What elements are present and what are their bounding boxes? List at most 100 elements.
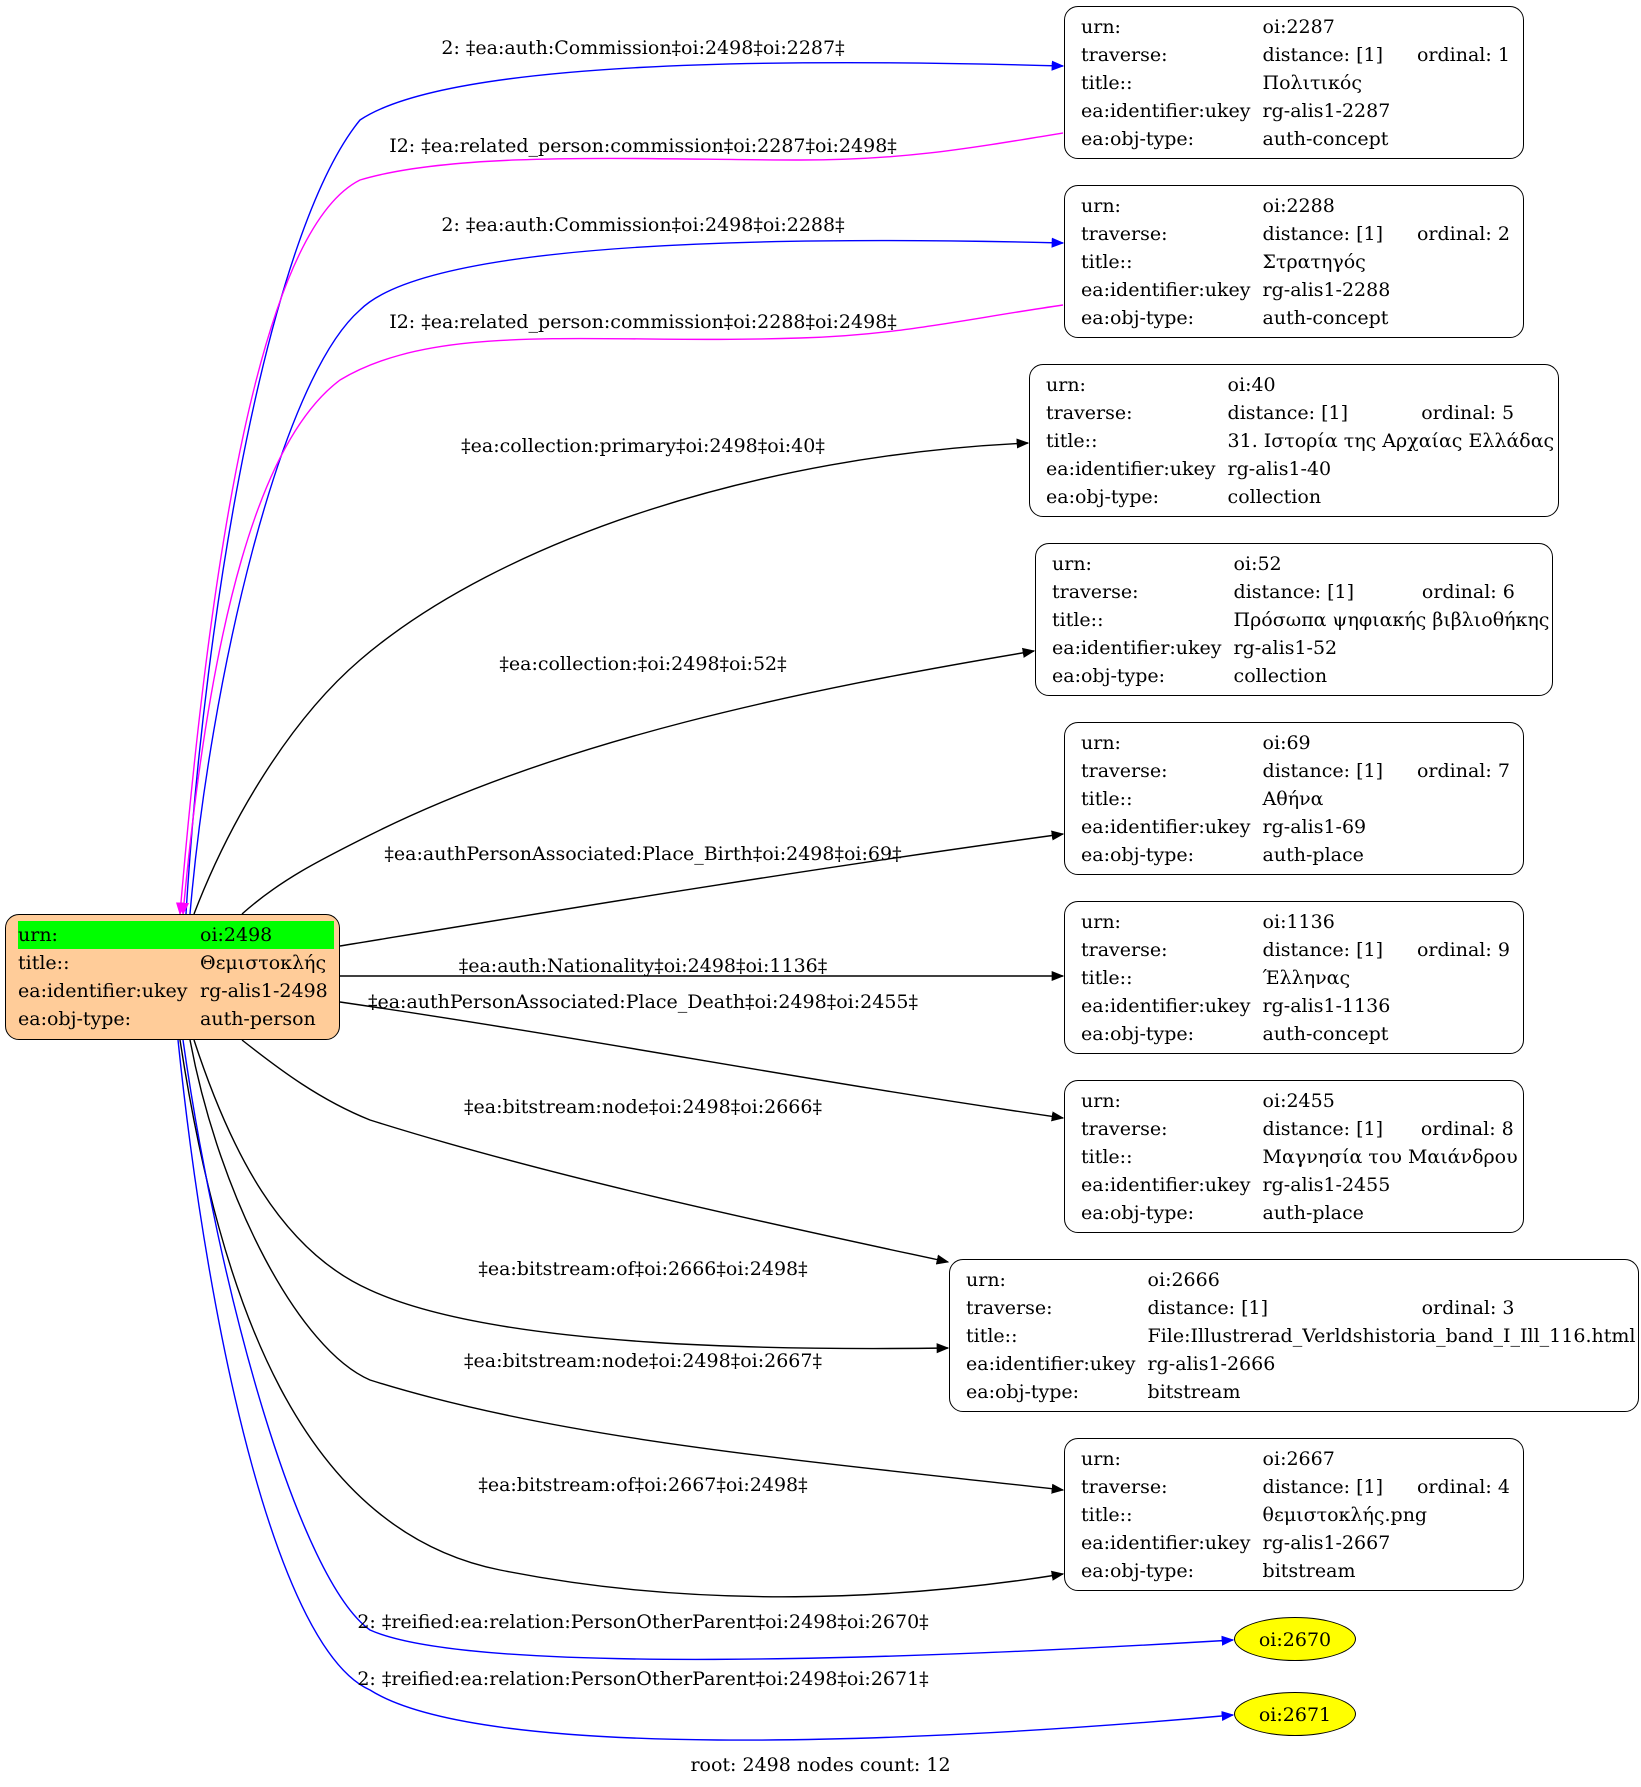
edge-label: ‡ea:bitstream:node‡oi:2498‡oi:2667‡ <box>464 1350 822 1372</box>
ukey-value: rg-alis1-40 <box>1227 458 1332 480</box>
node-table: urn:oi:2288 traverse:distance: [1]ordina… <box>1081 192 1514 332</box>
edge-line <box>177 1039 1235 1741</box>
root-ukey-value: rg-alis1-2498 <box>200 980 328 1002</box>
ukey-value: rg-alis1-2287 <box>1262 100 1391 122</box>
edge-line <box>189 1039 1065 1494</box>
title-label: title:: <box>966 1325 1018 1347</box>
traverse-label: traverse: <box>1081 1118 1168 1140</box>
distance-value: distance: [1] <box>1262 1118 1383 1140</box>
traverse-label: traverse: <box>1081 1476 1168 1498</box>
edge-label: ‡ea:bitstream:of‡oi:2666‡oi:2498‡ <box>478 1258 807 1280</box>
type-label: ea:obj-type: <box>1081 1023 1195 1045</box>
root-node[interactable]: urn: oi:2498 title:: Θεμιστοκλής ea:iden… <box>5 914 340 1040</box>
distance-value: distance: [1] <box>1262 760 1383 782</box>
ellipse-node-2670[interactable]: oi:2670 <box>1234 1617 1356 1661</box>
ukey-value: rg-alis1-2288 <box>1262 279 1391 301</box>
type-label: ea:obj-type: <box>1081 307 1195 329</box>
node-table: urn:oi:2287 traverse:distance: [1]ordina… <box>1081 13 1514 153</box>
type-label: ea:obj-type: <box>966 1381 1080 1403</box>
type-label: ea:obj-type: <box>1081 1560 1195 1582</box>
traverse-label: traverse: <box>1052 581 1139 603</box>
title-label: title:: <box>1046 430 1098 452</box>
urn-label: urn: <box>1081 16 1121 38</box>
root-urn-label: urn: <box>18 921 200 949</box>
ukey-label: ea:identifier:ukey <box>1081 1532 1251 1554</box>
edge-label: ‡ea:auth:Nationality‡oi:2498‡oi:1136‡ <box>459 955 828 977</box>
type-value: auth-concept <box>1262 1023 1389 1045</box>
ukey-label: ea:identifier:ukey <box>966 1353 1136 1375</box>
urn-value: oi:52 <box>1233 553 1282 575</box>
ukey-label: ea:identifier:ukey <box>1052 637 1222 659</box>
ukey-value: rg-alis1-2666 <box>1147 1353 1276 1375</box>
distance-value: distance: [1] <box>1233 581 1354 603</box>
node-52[interactable]: urn:oi:52 traverse:distance: [1]ordinal:… <box>1035 543 1553 696</box>
title-value: Μαγνησία του Μαιάνδρου <box>1262 1146 1518 1168</box>
urn-value: oi:69 <box>1262 732 1311 754</box>
type-value: collection <box>1233 665 1328 687</box>
node-2455[interactable]: urn:oi:2455 traverse:distance: [1]ordina… <box>1064 1080 1524 1233</box>
node-table: urn:oi:52 traverse:distance: [1]ordinal:… <box>1052 550 1553 690</box>
distance-value: distance: [1] <box>1262 1476 1383 1498</box>
type-value: auth-concept <box>1262 128 1389 150</box>
node-2287[interactable]: urn:oi:2287 traverse:distance: [1]ordina… <box>1064 6 1524 159</box>
edge-line <box>182 1039 1235 1661</box>
urn-label: urn: <box>1081 732 1121 754</box>
ordinal-value: ordinal: 8 <box>1420 1118 1514 1140</box>
node-2288[interactable]: urn:oi:2288 traverse:distance: [1]ordina… <box>1064 185 1524 338</box>
ordinal-value: ordinal: 4 <box>1416 1476 1510 1498</box>
node-69[interactable]: urn:oi:69 traverse:distance: [1]ordinal:… <box>1064 722 1524 875</box>
title-label: title:: <box>1081 1504 1133 1526</box>
ukey-value: rg-alis1-2667 <box>1262 1532 1391 1554</box>
root-row-urn: urn: oi:2498 <box>18 921 334 949</box>
title-label: title:: <box>1081 251 1133 273</box>
root-row-title: title:: Θεμιστοκλής <box>18 949 334 977</box>
ukey-label: ea:identifier:ukey <box>1081 100 1251 122</box>
urn-label: urn: <box>1052 553 1092 575</box>
ellipse-node-2671[interactable]: oi:2671 <box>1234 1692 1356 1736</box>
node-2667[interactable]: urn:oi:2667 traverse:distance: [1]ordina… <box>1064 1438 1524 1591</box>
ukey-value: rg-alis1-1136 <box>1262 995 1391 1017</box>
node-table: urn:oi:2455 traverse:distance: [1]ordina… <box>1081 1087 1522 1227</box>
node-2666[interactable]: urn:oi:2666 traverse:distance: [1]ordina… <box>949 1259 1639 1412</box>
title-value: Πολιτικός <box>1262 72 1362 94</box>
edge-line <box>179 1039 1065 1598</box>
edge-label: 2: ‡reified:ea:relation:PersonOtherParen… <box>357 1668 928 1690</box>
node-40[interactable]: urn:oi:40 traverse:distance: [1]ordinal:… <box>1029 364 1559 517</box>
urn-value: oi:2287 <box>1262 16 1335 38</box>
type-value: bitstream <box>1147 1381 1241 1403</box>
type-label: ea:obj-type: <box>1081 128 1195 150</box>
ukey-value: rg-alis1-69 <box>1262 816 1367 838</box>
root-row-ukey: ea:identifier:ukey rg-alis1-2498 <box>18 977 334 1005</box>
type-value: auth-concept <box>1262 307 1389 329</box>
ukey-label: ea:identifier:ukey <box>1081 816 1251 838</box>
edge-label: ‡ea:authPersonAssociated:Place_Birth‡oi:… <box>384 843 901 865</box>
traverse-label: traverse: <box>1081 44 1168 66</box>
root-title-label: title:: <box>18 952 70 974</box>
title-value: θεμιστοκλής.png <box>1262 1504 1428 1526</box>
urn-label: urn: <box>1081 195 1121 217</box>
root-row-type: ea:obj-type: auth-person <box>18 1005 334 1033</box>
distance-value: distance: [1] <box>1262 44 1383 66</box>
urn-value: oi:1136 <box>1262 911 1335 933</box>
edge-label: 2: ‡ea:auth:Commission‡oi:2498‡oi:2287‡ <box>441 37 844 59</box>
edge-line <box>193 438 1030 915</box>
ukey-label: ea:identifier:ukey <box>1081 279 1251 301</box>
edge-label: I2: ‡ea:related_person:commission‡oi:228… <box>389 311 897 333</box>
node-1136[interactable]: urn:oi:1136 traverse:distance: [1]ordina… <box>1064 901 1524 1054</box>
distance-value: distance: [1] <box>1262 939 1383 961</box>
urn-value: oi:40 <box>1227 374 1276 396</box>
edge-line <box>175 132 1064 916</box>
node-table: urn:oi:2666 traverse:distance: [1]ordina… <box>966 1266 1639 1406</box>
edge-line <box>241 647 1036 915</box>
ukey-label: ea:identifier:ukey <box>1046 458 1216 480</box>
ordinal-value: ordinal: 2 <box>1416 223 1510 245</box>
edge-label: 2: ‡ea:auth:Commission‡oi:2498‡oi:2288‡ <box>441 214 844 236</box>
urn-value: oi:2288 <box>1262 195 1335 217</box>
title-value: Αθήνα <box>1262 788 1324 810</box>
title-label: title:: <box>1052 609 1104 631</box>
type-label: ea:obj-type: <box>1081 844 1195 866</box>
ukey-value: rg-alis1-2455 <box>1262 1174 1391 1196</box>
type-value: auth-place <box>1262 844 1364 866</box>
edge-line <box>189 237 1065 915</box>
edge-label: I2: ‡ea:related_person:commission‡oi:228… <box>389 135 897 157</box>
